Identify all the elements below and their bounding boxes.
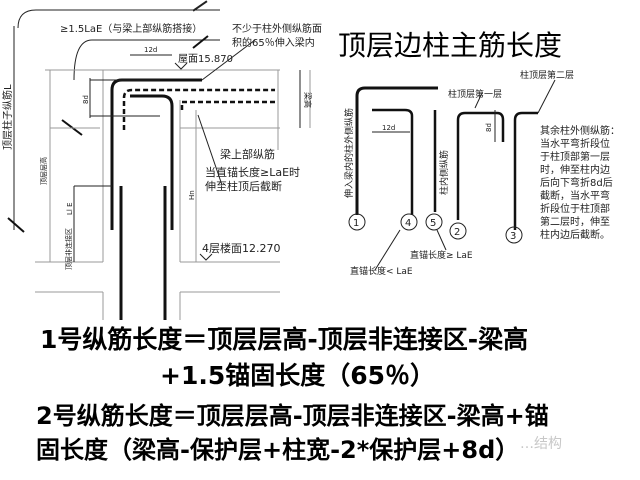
lap-length-label: ≥1.5LaE（与梁上部纵筋搭接） (60, 22, 202, 35)
note-line: 后向下弯折8d后 (540, 176, 613, 189)
note-65-line2: 积的65％伸入梁内 (232, 36, 315, 49)
bar-1-marker (348, 213, 366, 231)
anchor-note-1: 当直锚长度≥LaE时 (205, 165, 300, 179)
watermark: …结构 (520, 436, 562, 452)
bar5-label: 柱内侧纵筋 (438, 150, 450, 195)
note-line: 其余柱外侧纵筋： (540, 124, 620, 137)
dim-8d: 8d (82, 95, 90, 104)
num-4: 4 (405, 218, 411, 229)
beam-top-bar: 梁上部纵筋 (220, 147, 275, 161)
note-line: 截断，当水平弯 (540, 189, 610, 202)
note-line: 时，伸至柱内边 (540, 163, 610, 176)
anchor-note-2: 伸至柱顶后截断 (205, 179, 282, 193)
right-dim-12d: 12d (382, 124, 395, 132)
num-2: 2 (454, 227, 460, 238)
bar-5-marker (425, 213, 443, 231)
non-connect-zone: 顶层非连接区 (64, 228, 73, 270)
note-line: 当水平弯折段位 (540, 137, 610, 150)
note-line: 第二层时，伸至 (540, 215, 610, 228)
bar-3-marker (505, 226, 523, 244)
roof-level: 屋面15.870 (178, 53, 233, 65)
bar1-label: 伸入梁内的柱外侧纵筋 (343, 108, 355, 198)
floor-height: 顶层层高 (39, 157, 48, 185)
note-65-line1: 不少于柱外侧纵筋面 (232, 22, 322, 35)
note-line: 柱内边后截断。 (540, 228, 610, 241)
beam-height: 梁高 (303, 92, 313, 108)
hn-label: Hn (188, 190, 196, 200)
anchor-ge-label: 直锚长度≥ LaE (410, 249, 473, 261)
bar-4-marker (400, 213, 418, 231)
page-title: 顶层边柱主筋长度 (338, 29, 563, 62)
num-1: 1 (353, 218, 359, 229)
left-labels: ≥1.5LaE（与梁上部纵筋搭接） 不少于柱外侧纵筋面 积的65％伸入梁内 12… (1, 22, 322, 270)
formula-1-line2: +1.5锚固长度（65％） (160, 361, 436, 390)
column-bar-L: 顶层柱子纵筋L (1, 84, 14, 150)
right-dim-8d: 8d (485, 123, 493, 132)
dim-12d: 12d (144, 46, 157, 54)
note-line: 于柱顶部第一层 (540, 150, 610, 163)
bar-2-marker (449, 222, 467, 240)
layer2-label: 柱顶层第二层 (520, 69, 574, 81)
floor4-level: 4层楼面12.270 (202, 241, 281, 255)
num-3: 3 (510, 231, 516, 242)
num-5: 5 (430, 218, 436, 229)
anchor-lt-label: 直锚长度< LaE (350, 265, 413, 277)
right-bar-types (348, 79, 556, 271)
right-labels: 1 4 5 2 3 伸入梁内的柱外侧纵筋 柱内侧纵筋 柱顶层第一层 柱顶层第二层… (343, 69, 620, 277)
left-column-detail (7, 0, 311, 320)
note-line: 折段位于柱顶部 (540, 202, 610, 215)
formula-2-line2: 固长度（梁高-保护层+柱宽-2*保护层+8d） (36, 436, 520, 464)
lle-label: Ll E (66, 203, 74, 216)
formula-2-line1: 2号纵筋长度＝顶层层高-顶层非连接区-梁高+锚 (36, 402, 549, 430)
formula-1-line1: 1号纵筋长度＝顶层层高-顶层非连接区-梁高 (40, 325, 529, 354)
layer1-label: 柱顶层第一层 (448, 88, 502, 100)
